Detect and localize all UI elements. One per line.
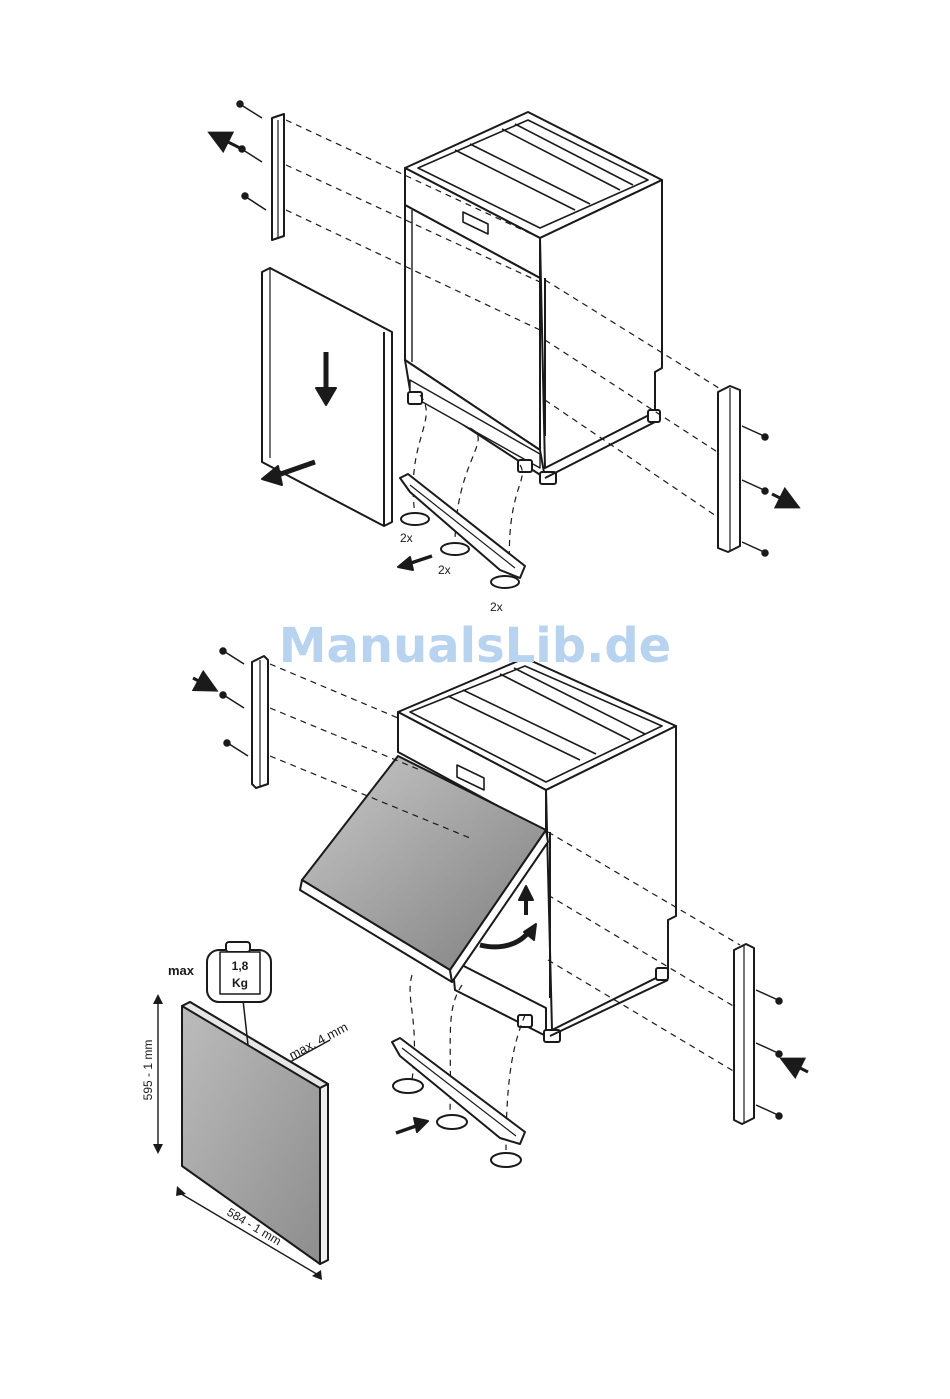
screws-right-bottom bbox=[756, 990, 782, 1119]
height-dimension-label: 595 - 1 mm bbox=[141, 1040, 155, 1101]
quantity-label-3: 2x bbox=[490, 600, 503, 614]
weight-value-label: 1,8 bbox=[232, 959, 249, 973]
arrow-icon-left-out bbox=[218, 137, 240, 148]
weight-unit-label: Kg bbox=[232, 976, 248, 990]
quantity-label-2: 2x bbox=[438, 563, 451, 577]
arrow-icon-left-in bbox=[193, 678, 208, 686]
screws-right-top bbox=[742, 426, 768, 556]
quantity-label-1: 2x bbox=[400, 531, 413, 545]
screws-left-bottom bbox=[220, 648, 248, 756]
screws-left-top bbox=[237, 101, 266, 210]
left-mounting-rail-top bbox=[272, 114, 284, 240]
plinth-support-top bbox=[400, 474, 525, 578]
arrow-icon-right-in bbox=[790, 1063, 808, 1072]
arrow-icon-right-out bbox=[772, 494, 790, 503]
weight-prefix-label: max bbox=[168, 963, 195, 978]
arrow-icon-plinth-out bbox=[398, 556, 432, 570]
right-mounting-rail-bottom bbox=[734, 944, 754, 1124]
left-mounting-rail-bottom bbox=[252, 656, 268, 788]
thickness-dimension-label: max. 4 mm bbox=[286, 1019, 350, 1062]
right-mounting-rail-top bbox=[718, 386, 740, 552]
top-diagram-removal bbox=[218, 101, 790, 588]
bottom-diagram-installation bbox=[153, 648, 808, 1280]
arrow-icon-plinth-in bbox=[396, 1118, 428, 1133]
dishwasher-top-unit bbox=[405, 112, 662, 484]
watermark-text: ManualsLib.de bbox=[279, 618, 671, 674]
